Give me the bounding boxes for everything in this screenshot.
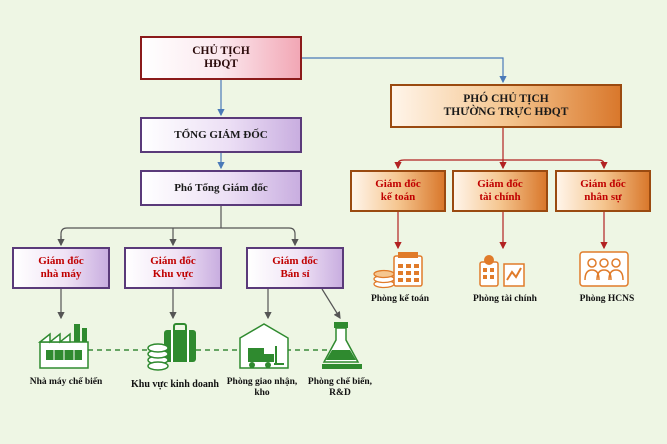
ceo-box: TỔNG GIÁM ĐỐC <box>140 117 302 153</box>
unit-region-label: Khu vực kinh doanh <box>120 379 230 391</box>
director-hr-line2: nhân sự <box>584 191 622 203</box>
hr-people-icon <box>579 251 629 287</box>
deputy-ceo-title: Phó Tổng Giám đốc <box>174 181 268 194</box>
director-wholesale-line1: Giám đốc <box>272 255 318 268</box>
finance-icon <box>479 255 525 287</box>
director-accounting-line1: Giám đốc <box>375 178 421 191</box>
unit-factory-label: Nhà máy chế biến <box>16 377 116 388</box>
line-chair-vice <box>302 57 507 84</box>
vice-chairman-subtitle: THƯỜNG TRỰC HĐQT <box>443 106 569 118</box>
chairman-title: CHỦ TỊCH <box>192 44 250 57</box>
factory-icon <box>37 324 89 369</box>
business-cases-icon <box>147 323 196 371</box>
unit-warehouse-line2: kho <box>254 388 270 399</box>
unit-rnd-label: Phòng chế biến,R&D <box>300 377 380 400</box>
director-wholesale-line2: Bán sỉ <box>280 268 310 280</box>
ceo-title: TỔNG GIÁM ĐỐC <box>174 128 268 141</box>
director-finance-line1: Giám đốc <box>477 178 523 191</box>
unit-rnd-line2: R&D <box>329 388 351 399</box>
unit-hr-text: Phòng HCNS <box>579 294 635 304</box>
unit-finance-label: Phòng tài chính <box>460 294 550 305</box>
director-finance-line2: tài chính <box>479 191 521 203</box>
warehouse-icon <box>239 323 289 369</box>
unit-rnd-line1: Phòng chế biến, <box>307 377 373 387</box>
unit-warehouse-line1: Phòng giao nhận, <box>226 377 298 387</box>
director-factory-line1: Giám đốc <box>38 255 84 268</box>
unit-accounting-text: Phòng kế toán <box>370 294 430 304</box>
vice-chairman-title: PHÓ CHỦ TỊCH <box>463 92 549 105</box>
director-region-line1: Giám đốc <box>150 255 196 268</box>
unit-warehouse-label: Phòng giao nhận,kho <box>220 377 304 400</box>
director-region-line2: Khu vực <box>152 268 194 280</box>
director-hr-line1: Giám đốc <box>580 178 626 191</box>
unit-finance-text: Phòng tài chính <box>473 294 537 304</box>
accounting-icon <box>373 252 423 289</box>
unit-hr-label: Phòng HCNS <box>562 294 652 305</box>
director-factory-line2: nhà máy <box>40 268 82 280</box>
laboratory-icon <box>322 322 362 369</box>
unit-factory-line1: Nhà máy chế biến <box>29 377 103 387</box>
unit-region-line1: Khu vực kinh doanh <box>131 379 219 390</box>
deputy-ceo-box: Phó Tổng Giám đốc <box>140 170 302 206</box>
chairman-subtitle: HĐQT <box>204 58 238 70</box>
unit-accounting-label: Phòng kế toán <box>355 294 445 305</box>
director-accounting-line2: kế toán <box>380 191 416 203</box>
